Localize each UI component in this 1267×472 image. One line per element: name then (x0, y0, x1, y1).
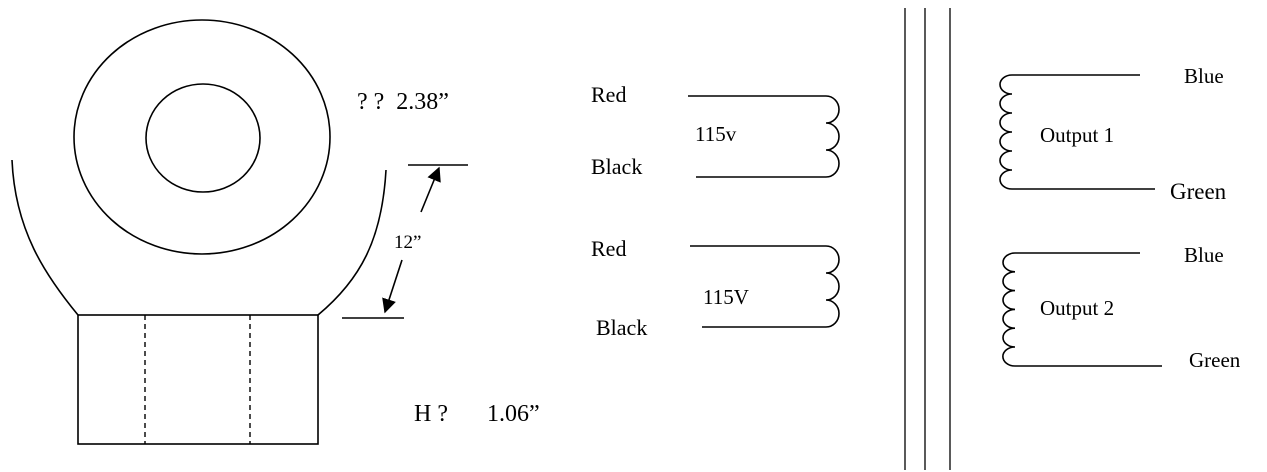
secondary-1-label: Output 1 (1040, 123, 1114, 147)
secondary-1-coil (999, 74, 1013, 190)
transformer-core (904, 8, 951, 470)
primary-2-coil (825, 245, 840, 328)
secondary-1-top-lead-label: Blue (1184, 64, 1224, 88)
toroid-outer-ring (73, 19, 331, 255)
lead-wire-right (317, 169, 387, 316)
secondary-2-label: Output 2 (1040, 296, 1114, 320)
primary-1-bottom-lead-label: Black (591, 154, 642, 179)
dimension-arrow-upper (420, 166, 441, 213)
primary-1-top-lead-label: Red (591, 82, 626, 107)
lead-length-label: 12” (394, 232, 421, 253)
secondary-winding-1: Output 1 Blue Green (999, 64, 1227, 204)
lead-wire-left (11, 159, 79, 316)
toroid-side-view (77, 314, 319, 445)
dimension-arrow-lower (382, 259, 403, 314)
primary-winding-2: Red Black 115V (591, 236, 840, 340)
primary-1-coil (825, 95, 840, 178)
secondary-2-bottom-lead-label: Green (1189, 348, 1241, 372)
secondary-2-top-lead-label: Blue (1184, 243, 1224, 267)
height-value: 1.06” (487, 401, 540, 427)
lead-length-dimension: 12” (342, 164, 468, 319)
primary-2-bottom-lead-label: Black (596, 315, 647, 340)
height-label: H ? (414, 401, 448, 427)
diameter-label: ? ? 2.38” (357, 89, 449, 115)
secondary-1-bottom-lead-label: Green (1170, 179, 1227, 204)
secondary-2-coil (1002, 252, 1016, 367)
primary-2-voltage-label: 115V (703, 285, 749, 309)
primary-2-top-lead-label: Red (591, 236, 626, 261)
primary-winding-1: Red Black 115v (591, 82, 840, 179)
primary-1-voltage-label: 115v (695, 122, 737, 146)
toroid-inner-hole (145, 83, 261, 193)
toroid-top-view (73, 19, 331, 255)
toroid-side-rect (77, 314, 319, 445)
secondary-winding-2: Output 2 Blue Green (1002, 243, 1241, 372)
